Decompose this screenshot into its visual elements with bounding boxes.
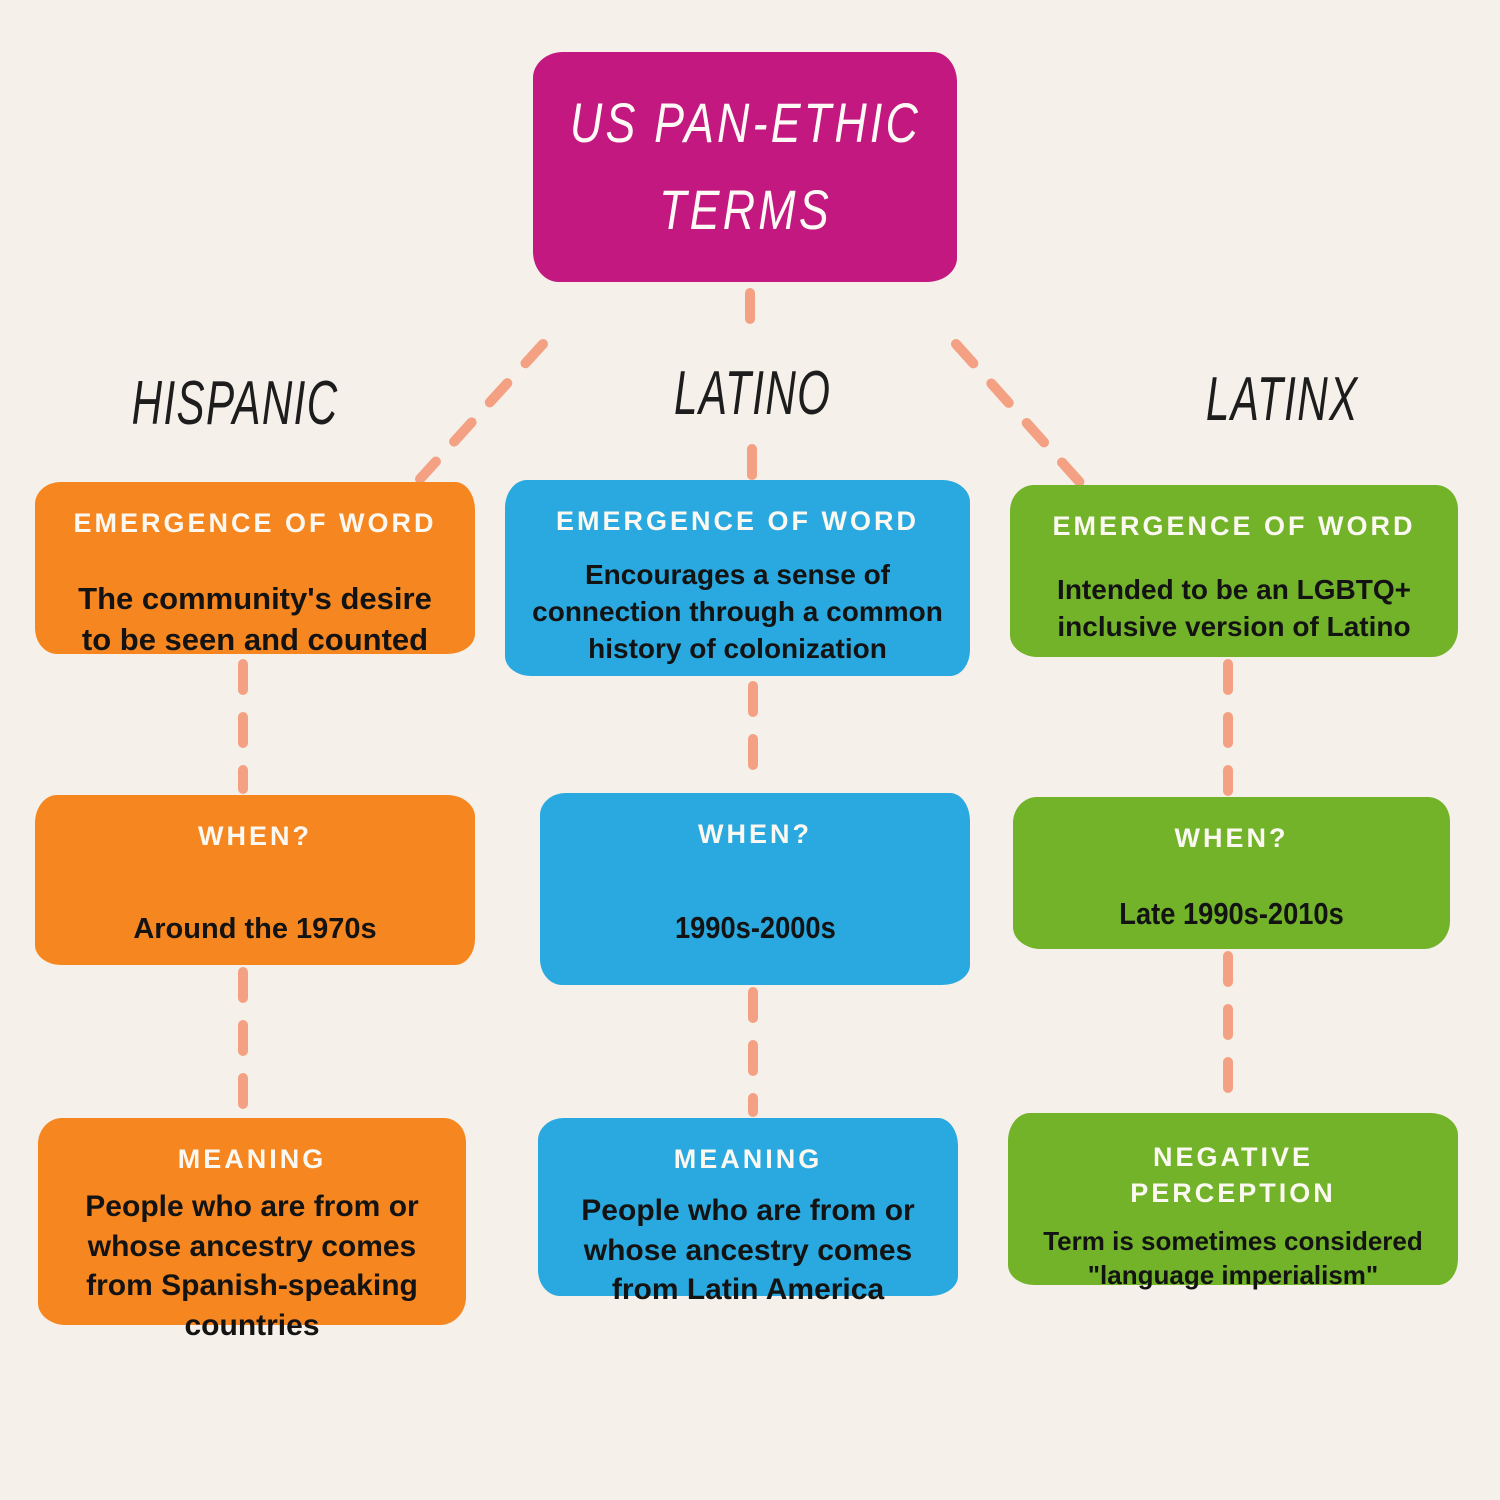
column-header-hispanic: HISPANIC	[50, 368, 420, 439]
hispanic-when-body: Around the 1970s	[133, 913, 377, 945]
latinx-emergence-body: Intended to be an LGBTQ+ inclusive versi…	[1057, 574, 1411, 642]
page-title: US PAN-ETHIC TERMS	[569, 80, 920, 254]
column-header-latino: LATINO	[585, 358, 920, 429]
latino-meaning-body: People who are from or whose ancestry co…	[581, 1194, 915, 1307]
latino-when-body: 1990s-2000s	[540, 908, 970, 949]
hispanic-meaning-heading: MEANING	[177, 1144, 327, 1174]
title-box: US PAN-ETHIC TERMS	[533, 52, 957, 282]
latino-emergence-body: Encourages a sense of connection through…	[532, 559, 943, 664]
latinx-when-value: Late 1990s-2010s	[1119, 896, 1344, 931]
latinx-when-body: Late 1990s-2010s	[1013, 894, 1450, 935]
hispanic-emergence-body: The community's desire to be seen and co…	[78, 581, 432, 657]
latinx-when-box: WHEN? Late 1990s-2010s	[1013, 797, 1450, 949]
latino-meaning-heading: MEANING	[673, 1144, 823, 1174]
latino-emergence-heading: EMERGENCE OF WORD	[555, 506, 919, 536]
column-header-latino-label: LATINO	[673, 359, 832, 428]
column-header-latinx: LATINX	[1110, 364, 1455, 435]
latinx-negative-perception-heading: NEGATIVE PERCEPTION	[1130, 1142, 1336, 1209]
page-title-line2: TERMS	[658, 178, 832, 241]
latino-when-heading: WHEN?	[698, 819, 812, 849]
latino-when-box: WHEN? 1990s-2000s	[540, 793, 970, 985]
latinx-emergence-box: EMERGENCE OF WORD Intended to be an LGBT…	[1010, 485, 1458, 657]
connector-title-hispanic	[415, 339, 548, 484]
latinx-emergence-heading: EMERGENCE OF WORD	[1052, 511, 1416, 541]
hispanic-emergence-heading: EMERGENCE OF WORD	[73, 508, 437, 538]
page-title-line1: US PAN-ETHIC	[569, 91, 921, 155]
hispanic-emergence-box: EMERGENCE OF WORD The community's desire…	[35, 482, 475, 657]
column-header-hispanic-label: HISPANIC	[131, 369, 339, 438]
hispanic-when-box: WHEN? Around the 1970s	[35, 795, 475, 965]
latino-emergence-box: EMERGENCE OF WORD Encourages a sense of …	[505, 480, 970, 676]
latinx-when-heading: WHEN?	[1174, 823, 1289, 853]
latino-when-value: 1990s-2000s	[674, 910, 836, 945]
hispanic-meaning-body: People who are from or whose ancestry co…	[85, 1190, 419, 1342]
column-header-latinx-label: LATINX	[1206, 365, 1359, 434]
hispanic-when-heading: WHEN?	[198, 821, 312, 851]
latinx-negative-perception-box: NEGATIVE PERCEPTION Term is sometimes co…	[1008, 1113, 1458, 1290]
latinx-negative-perception-body: Term is sometimes considered "language i…	[1043, 1225, 1423, 1291]
connector-title-latinx	[951, 339, 1089, 492]
latino-meaning-box: MEANING People who are from or whose anc…	[538, 1118, 958, 1306]
hispanic-meaning-box: MEANING People who are from or whose anc…	[38, 1118, 466, 1342]
